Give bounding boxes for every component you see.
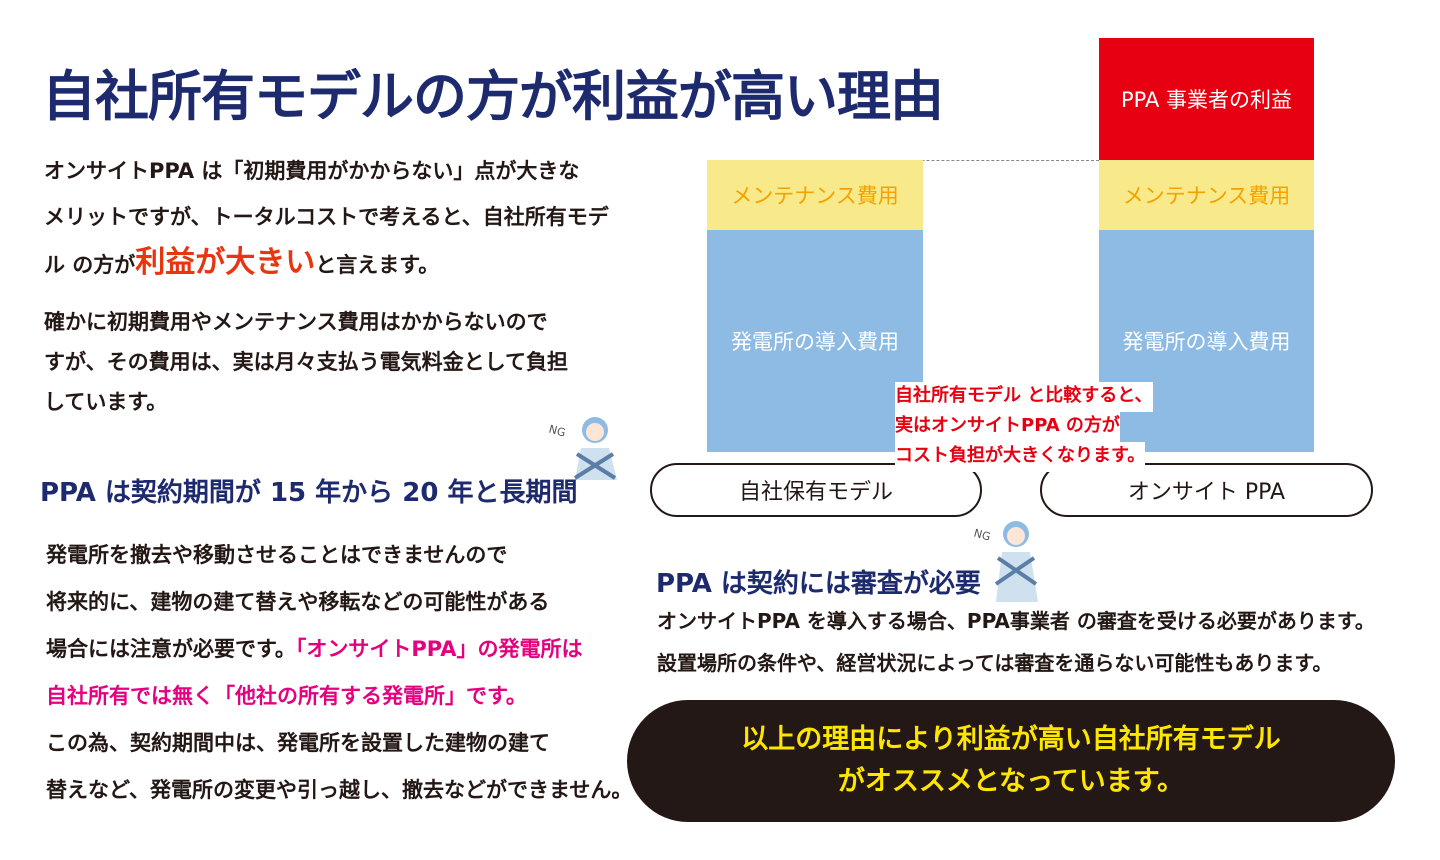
paragraph-line: すが、その費用は、実は月々支払う電気料金として負担 bbox=[44, 350, 568, 374]
contract-period-paragraph: 発電所を撤去や移動させることはできませんので 将来的に、建物の建て替えや移転など… bbox=[46, 532, 632, 814]
paragraph-line: しています。 bbox=[44, 390, 168, 414]
page-title: 自社所有モデルの方が利益が高い理由 bbox=[42, 65, 944, 128]
note-line: コスト負担が大きくなります。 bbox=[895, 442, 1146, 472]
left-install-segment: 発電所の導入費用 bbox=[707, 230, 923, 452]
intro-paragraph: オンサイトPPA は「初期費用がかからない」点が大きな メリットですが、トータル… bbox=[44, 148, 609, 286]
ng-text: NG bbox=[972, 527, 992, 544]
paragraph-line: 発電所を撤去や移動させることはできませんので bbox=[46, 543, 508, 567]
ng-person-illustration: NG bbox=[972, 521, 1038, 602]
conclusion-line: がオススメとなっています。 bbox=[837, 766, 1185, 797]
cost-paragraph: 確かに初期費用やメンテナンス費用はかからないので すが、その費用は、実は月々支払… bbox=[44, 302, 568, 422]
text: ル の方が bbox=[44, 253, 136, 277]
section-heading-screening: PPA は契約には審査が必要 bbox=[656, 569, 981, 599]
text: 場合には注意が必要です。 bbox=[46, 637, 296, 661]
screening-paragraph: オンサイトPPA を導入する場合、PPA事業者 の審査を受ける必要があります。 … bbox=[657, 600, 1375, 684]
paragraph-line: この為、契約期間中は、発電所を設置した建物の建て bbox=[46, 731, 550, 755]
note-line: 自社所有モデル と比較すると、 bbox=[895, 382, 1153, 412]
right-profit-segment: PPA 事業者の利益 bbox=[1099, 38, 1314, 160]
right-maintenance-segment: メンテナンス費用 bbox=[1099, 160, 1314, 230]
paragraph-line: 設置場所の条件や、経営状況によっては審査を通らない可能性もあります。 bbox=[657, 651, 1333, 675]
intro-line: メリットですが、トータルコストで考えると、自社所有モデ bbox=[44, 205, 609, 229]
emphasis-text: 「オンサイトPPA」の発電所は bbox=[295, 637, 583, 661]
ng-text: NG bbox=[547, 423, 567, 440]
note-line: 実はオンサイトPPA の方が bbox=[895, 412, 1120, 442]
right-install-segment: 発電所の導入費用 bbox=[1099, 230, 1314, 452]
label-self-owned-model: 自社保有モデル bbox=[650, 463, 982, 517]
emphasis-text: 利益が大きい bbox=[135, 245, 316, 280]
paragraph-line: オンサイトPPA を導入する場合、PPA事業者 の審査を受ける必要があります。 bbox=[657, 609, 1375, 633]
left-maintenance-segment: メンテナンス費用 bbox=[707, 160, 923, 230]
emphasis-line: 自社所有では無く「他社の所有する発電所」です。 bbox=[46, 684, 527, 708]
paragraph-line: 替えなど、発電所の変更や引っ越し、撤去などができません。 bbox=[46, 778, 633, 802]
ng-person-illustration: NG bbox=[547, 417, 617, 480]
paragraph-line: 確かに初期費用やメンテナンス費用はかからないので bbox=[44, 310, 548, 334]
text: と言えます。 bbox=[315, 253, 440, 277]
conclusion-banner: 以上の理由により利益が高い自社所有モデル がオススメとなっています。 bbox=[627, 700, 1395, 822]
conclusion-line: 以上の理由により利益が高い自社所有モデル bbox=[741, 724, 1281, 755]
intro-line: オンサイトPPA は「初期費用がかからない」点が大きな bbox=[44, 159, 580, 183]
comparison-note: 自社所有モデル と比較すると、 実はオンサイトPPA の方が コスト負担が大きく… bbox=[895, 382, 1153, 472]
paragraph-line: 場合には注意が必要です。「オンサイトPPA」の発電所は bbox=[46, 626, 632, 673]
label-onsite-ppa: オンサイト PPA bbox=[1040, 463, 1373, 517]
paragraph-line: 将来的に、建物の建て替えや移転などの可能性がある bbox=[46, 590, 550, 614]
intro-line: ル の方が利益が大きいと言えます。 bbox=[44, 240, 609, 286]
section-heading-contract-period: PPA は契約期間が 15 年から 20 年と長期間 bbox=[40, 478, 578, 508]
